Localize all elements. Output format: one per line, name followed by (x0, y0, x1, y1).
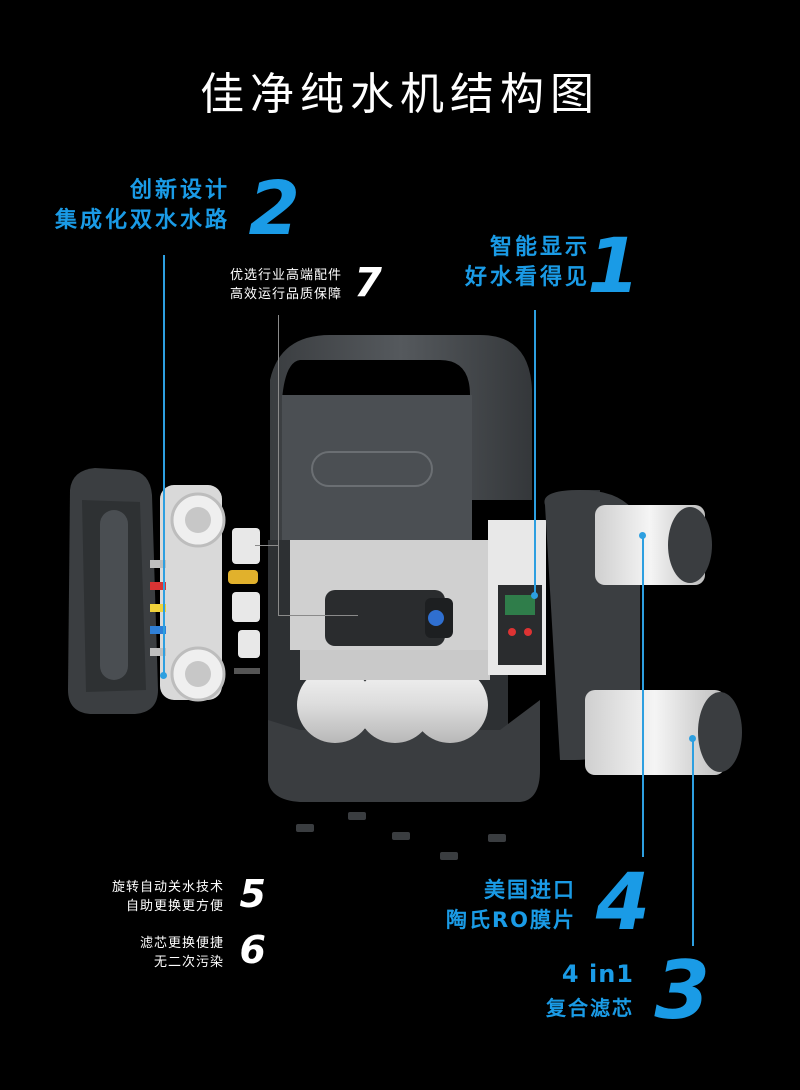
feature-1-line1: 智能显示 (489, 235, 590, 260)
leader-line-7-h2 (255, 545, 279, 546)
feature-4: 美国进口 陶氏RO膜片 4 (420, 858, 650, 948)
feature-1-line2: 好水看得见 (464, 265, 590, 290)
pump (325, 590, 453, 646)
feature-5-number: 5 (239, 872, 266, 916)
feature-5-line2: 自助更换更方便 (125, 899, 224, 914)
filter-cartridges (544, 490, 742, 775)
feature-5: 旋转自动关水技术 自助更换更方便 5 (80, 872, 270, 922)
leader-line-1 (534, 310, 536, 595)
leader-line-2 (163, 255, 165, 675)
feature-6-line1: 滤芯更换便捷 (139, 936, 224, 951)
leader-line-7-v (278, 315, 279, 615)
feature-5-line1: 旋转自动关水技术 (111, 880, 224, 895)
feature-3-line1: 4 in1 (561, 960, 634, 988)
small-parts (296, 812, 506, 860)
feature-6-number: 6 (239, 928, 266, 972)
leader-dot-3 (689, 735, 696, 742)
feature-4-number: 4 (595, 858, 650, 948)
feature-3: 4 in1 复合滤芯 3 (480, 944, 710, 1037)
feature-7-line2: 高效运行品质保障 (229, 287, 342, 302)
leader-line-7-h (278, 615, 358, 616)
feature-2: 创新设计 集成化双水水路 2 (50, 166, 300, 252)
feature-1-number: 1 (587, 221, 640, 310)
page-title: 佳净纯水机结构图 (200, 69, 600, 120)
feature-3-number: 3 (654, 944, 710, 1037)
feature-4-line2: 陶氏RO膜片 (445, 908, 576, 932)
feature-6-line2: 无二次污染 (153, 955, 224, 970)
manifold (150, 485, 226, 702)
leader-dot-1 (531, 592, 538, 599)
feature-7: 优选行业高端配件 高效运行品质保障 7 (200, 260, 390, 312)
leader-dot-4 (639, 532, 646, 539)
feature-3-line2: 复合滤芯 (546, 996, 634, 1020)
leader-dot-2 (160, 672, 167, 679)
feature-4-line1: 美国进口 (484, 878, 576, 902)
leader-line-4 (642, 535, 644, 857)
back-cover (68, 468, 158, 714)
feature-7-number: 7 (354, 260, 382, 306)
feature-6: 滤芯更换便捷 无二次污染 6 (100, 928, 270, 978)
leader-line-3 (692, 738, 694, 946)
feature-1: 智能显示 好水看得见 1 (460, 221, 660, 310)
feature-2-line2: 集成化双水水路 (54, 208, 230, 233)
feature-7-line1: 优选行业高端配件 (229, 268, 342, 283)
feature-2-number: 2 (248, 166, 301, 252)
fittings (228, 528, 260, 674)
feature-2-line1: 创新设计 (129, 178, 230, 203)
